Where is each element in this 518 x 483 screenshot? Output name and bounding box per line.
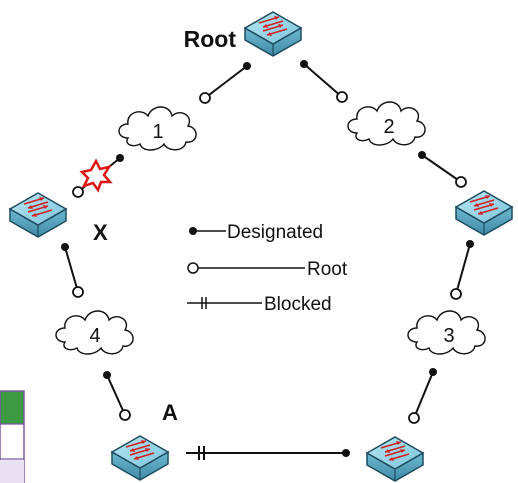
cloud-icon-1: 1 [118,106,197,151]
segment-label-3: 3 [443,325,454,347]
link-root-cloud2 [300,60,348,103]
legend-designated: Designated [189,222,323,243]
switch-icon-root [244,11,302,57]
segment-label-1: 1 [152,121,163,143]
segment-label-4: 4 [89,325,100,347]
link-x-cloud4 [61,243,84,298]
legend-designated-label: Designated [227,222,323,243]
link-a-bottom-switch-blocked [186,446,350,460]
switch-icon-bottom-right [366,436,424,482]
cloud-icon-3: 3 [407,310,486,355]
legend: Designated Root Blocked [187,222,348,315]
failure-burst-icon [79,158,113,193]
legend-blocked-label: Blocked [264,294,332,315]
switch-icon-a [111,435,169,481]
legend-root-label: Root [307,259,348,280]
link-cloud4-a [103,371,131,421]
link-cloud3-bottom-switch [408,368,437,424]
a-switch-label: A [162,400,178,425]
cloud-icon-2: 2 [347,101,426,146]
partial-table [0,390,25,483]
link-root-cloud1 [199,62,251,104]
legend-blocked: Blocked [187,294,332,315]
cloud-icon-4: 4 [55,310,134,355]
switch-icon-right [455,190,513,236]
link-cloud2-right-switch [418,151,467,188]
x-switch-label: X [93,220,108,245]
link-right-switch-cloud3 [450,240,474,300]
root-switch-label: Root [184,26,237,52]
segment-label-2: 2 [383,116,394,138]
switch-icon-x [9,192,67,238]
legend-root: Root [187,259,348,280]
